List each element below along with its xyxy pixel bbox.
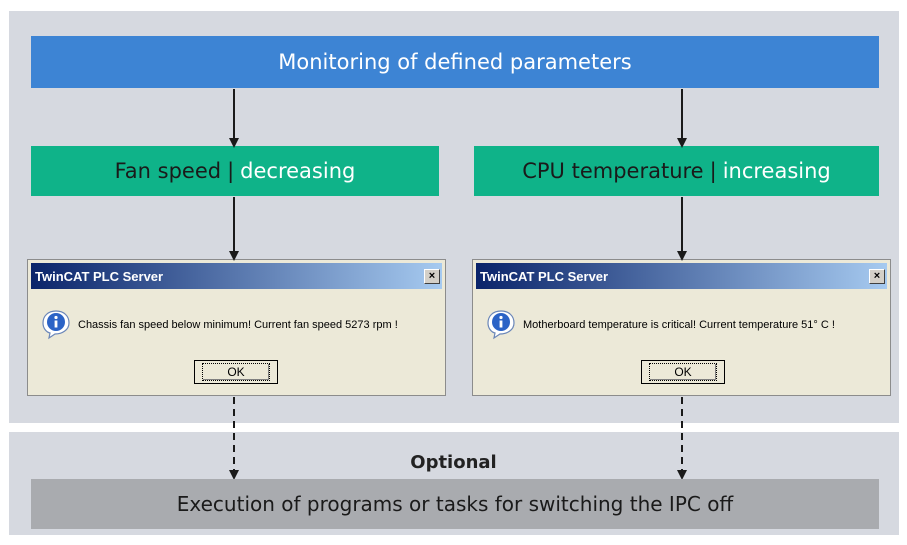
condition-trend: increasing [722,159,831,183]
dialog-message: Motherboard temperature is critical! Cur… [523,319,835,331]
fan-speed-condition: Fan speed | decreasing [31,146,439,196]
condition-label: CPU temperature [522,159,704,183]
dialog-titlebar: TwinCAT PLC Server × [31,263,442,289]
optional-label: Optional [410,452,497,473]
ok-button-label: OK [202,363,270,381]
ok-button-label: OK [649,363,717,381]
info-icon [485,308,517,344]
condition-label: Fan speed [114,159,222,183]
ok-button[interactable]: OK [194,360,278,384]
dialog-title: TwinCAT PLC Server [480,268,609,284]
info-icon [40,308,72,344]
dialog-title: TwinCAT PLC Server [35,268,164,284]
monitoring-header-label: Monitoring of defined parameters [278,50,632,74]
condition-separator: | [709,159,717,183]
dialog-message: Chassis fan speed below minimum! Current… [78,319,398,331]
monitoring-header: Monitoring of defined parameters [31,36,879,88]
fan-speed-alert-dialog: TwinCAT PLC Server × Chassis fan speed b… [27,259,446,396]
dialog-titlebar: TwinCAT PLC Server × [476,263,887,289]
condition-trend: decreasing [240,159,356,183]
cpu-temperature-condition: CPU temperature | increasing [474,146,879,196]
condition-separator: | [227,159,235,183]
close-button[interactable]: × [424,268,440,284]
cpu-temperature-alert-dialog: TwinCAT PLC Server × Motherboard tempera… [472,259,891,396]
execution-label: Execution of programs or tasks for switc… [176,492,734,516]
execution-box: Execution of programs or tasks for switc… [31,479,879,529]
close-button[interactable]: × [869,268,885,284]
ok-button[interactable]: OK [641,360,725,384]
